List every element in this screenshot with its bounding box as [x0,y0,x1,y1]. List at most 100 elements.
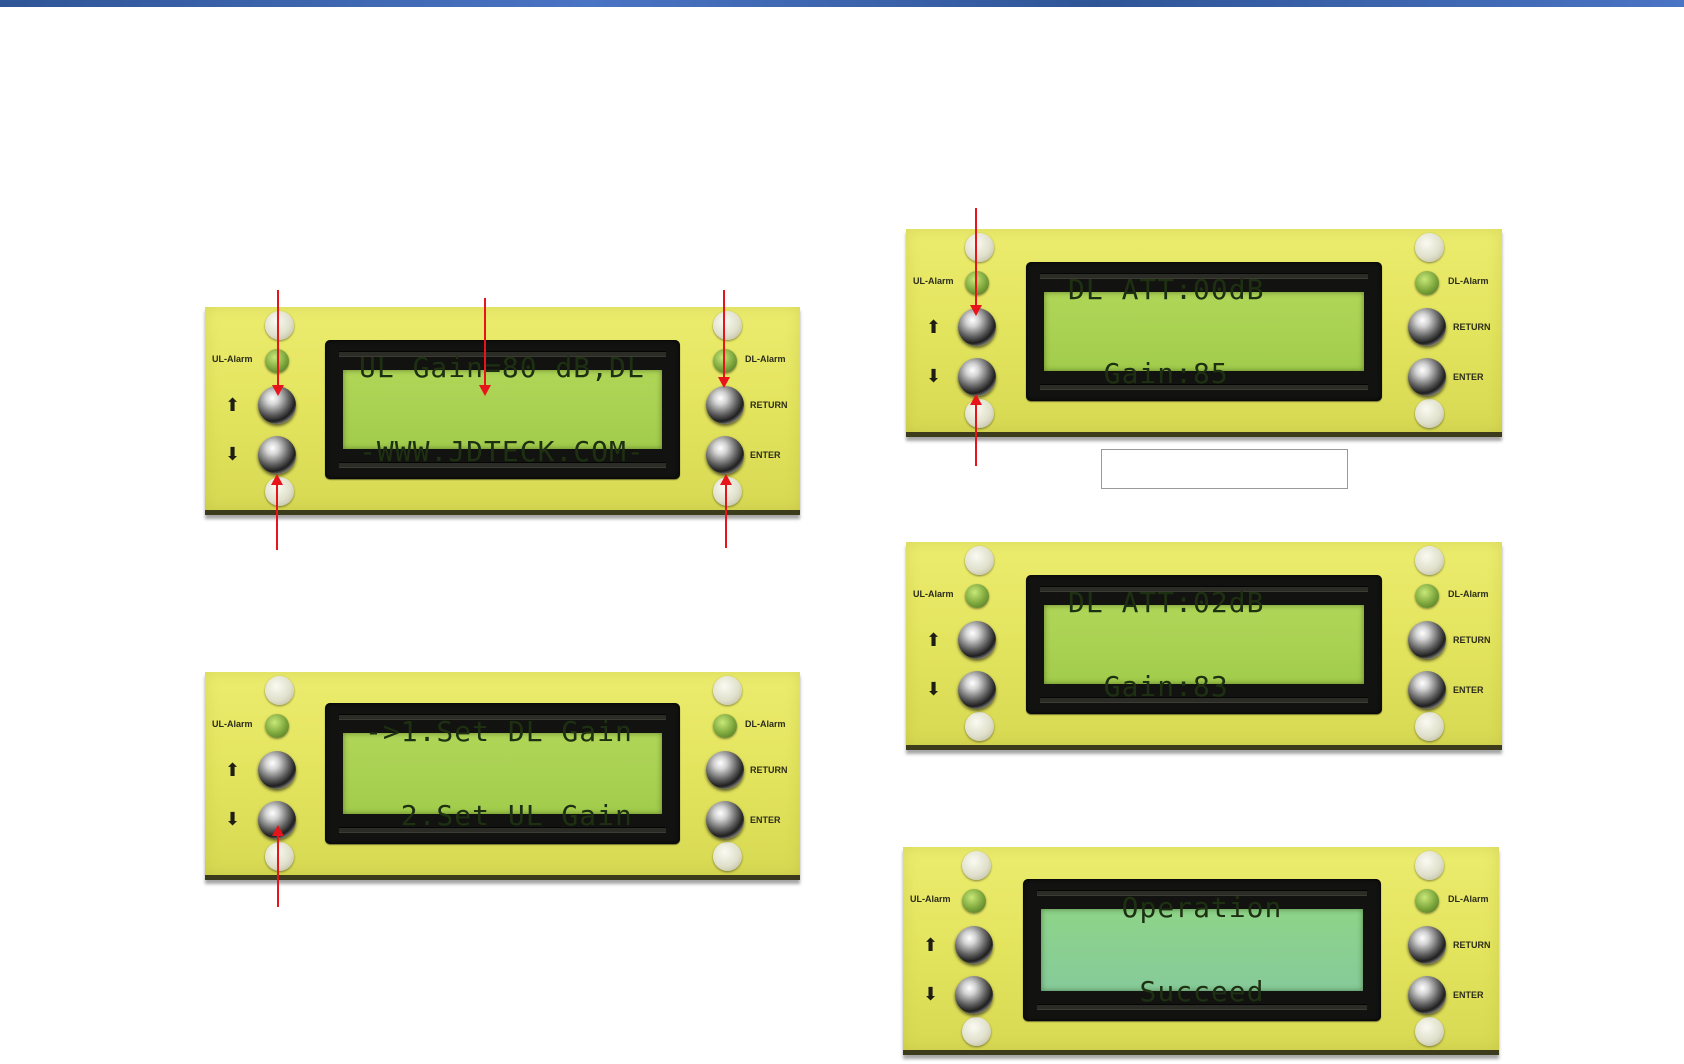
down-button[interactable] [958,358,996,396]
arrow-up-icon: ⬆ [225,395,241,415]
led-cap-top-left [962,851,991,880]
enter-button[interactable] [1408,976,1446,1014]
lcd-bezel: ->1.Set DL Gain 2.Set UL Gain [325,703,680,844]
down-button[interactable] [955,976,993,1014]
led-cap-top-left [265,311,294,340]
lcd-line-1: ->1.Set DL Gain [365,714,633,748]
return-button[interactable] [706,751,744,789]
lcd-text: DL ATT:02dB Gain:83 [1044,533,1364,757]
arrow-up-icon: ⬆ [926,317,942,337]
down-button[interactable] [958,671,996,709]
return-button[interactable] [1408,926,1446,964]
down-button[interactable] [258,436,296,474]
led-cap-top-right [713,676,742,705]
led-cap-top-left [965,546,994,575]
lcd-text: Operation Succeed [1041,838,1363,1062]
lcd-bezel: DL ATT:00dB Gain:85 [1026,262,1382,401]
return-label: RETURN [1453,635,1491,645]
led-cap-bottom-right [713,842,742,871]
return-button[interactable] [706,386,744,424]
ul-alarm-led [265,714,289,738]
return-button[interactable] [1408,308,1446,346]
lcd-text: UL Gain=80 dB,DL -WWW.JDTECK.COM- [343,298,662,522]
top-border-bar [0,0,1684,7]
lcd-display: DL ATT:00dB Gain:85 [1044,275,1364,387]
dl-alarm-label: DL-Alarm [745,354,786,364]
dl-alarm-label: DL-Alarm [1448,894,1489,904]
up-button[interactable] [258,751,296,789]
enter-button[interactable] [1408,358,1446,396]
arrow-down-icon: ⬇ [926,366,942,386]
led-cap-top-right [713,311,742,340]
annotation-arrow-enter-button [725,484,727,548]
led-cap-top-right [1415,233,1444,262]
lcd-line-2: 2.Set UL Gain [365,798,633,832]
lcd-display: UL Gain=80 dB,DL -WWW.JDTECK.COM- [343,353,662,465]
annotation-arrow-up-button [975,208,977,310]
ul-alarm-led [965,584,989,608]
caption-box [1101,449,1348,489]
led-cap-top-right [1415,851,1444,880]
repeater-panel-menu: UL-Alarm ⬆ ⬇ ->1.Set DL Gain 2.Set UL Ga… [205,672,800,880]
led-cap-top-left [265,676,294,705]
lcd-line-1: DL ATT:02dB [1068,585,1265,619]
led-cap-top-left [965,233,994,262]
dl-alarm-label: DL-Alarm [1448,589,1489,599]
ul-alarm-label: UL-Alarm [913,589,954,599]
repeater-panel-dl-att-02: UL-Alarm ⬆ ⬇ DL ATT:02dB Gain:83 DL-Alar… [906,542,1502,750]
ul-alarm-label: UL-Alarm [913,276,954,286]
annotation-arrow-up-button [277,290,279,390]
led-cap-bottom-right [1415,712,1444,741]
return-label: RETURN [1453,940,1491,950]
repeater-panel-operation-succeed: UL-Alarm ⬆ ⬇ Operation Succeed DL-Alarm … [903,847,1499,1055]
lcd-display: ->1.Set DL Gain 2.Set UL Gain [343,717,662,829]
dl-alarm-led [1415,271,1439,295]
dl-alarm-led [713,349,737,373]
lcd-line-1: Operation [1121,891,1283,924]
enter-button[interactable] [1408,671,1446,709]
up-button[interactable] [955,926,993,964]
lcd-text: ->1.Set DL Gain 2.Set UL Gain [343,662,662,886]
dl-alarm-label: DL-Alarm [745,719,786,729]
ul-alarm-led [965,271,989,295]
lcd-bezel: DL ATT:02dB Gain:83 [1026,575,1382,714]
annotation-arrow-lcd [484,298,486,390]
enter-button[interactable] [706,436,744,474]
lcd-bezel: UL Gain=80 dB,DL -WWW.JDTECK.COM- [325,340,680,479]
lcd-line-2: Gain:85 [1068,356,1229,390]
lcd-text: DL ATT:00dB Gain:85 [1044,220,1364,444]
ul-alarm-label: UL-Alarm [910,894,951,904]
led-cap-bottom-left [265,842,294,871]
led-cap-bottom-right [1415,1017,1444,1046]
lcd-line-1: UL Gain=80 dB,DL [359,350,645,384]
ul-alarm-label: UL-Alarm [212,354,253,364]
annotation-arrow-down-button [975,404,977,466]
return-label: RETURN [750,400,788,410]
led-cap-bottom-right [1415,399,1444,428]
enter-button[interactable] [706,801,744,839]
arrow-down-icon: ⬇ [923,984,939,1004]
lcd-line-2: -WWW.JDTECK.COM- [359,434,645,468]
arrow-up-icon: ⬆ [923,935,939,955]
dl-alarm-led [1415,889,1439,913]
annotation-arrow-return-button [723,290,725,378]
lcd-bezel: Operation Succeed [1023,879,1381,1021]
led-cap-bottom-left [965,712,994,741]
dl-alarm-led [713,714,737,738]
enter-label: ENTER [750,450,781,460]
arrow-up-icon: ⬆ [926,630,942,650]
annotation-arrow-down-button [276,484,278,550]
dl-alarm-label: DL-Alarm [1448,276,1489,286]
ul-alarm-led [962,889,986,913]
repeater-panel-home: UL-Alarm ⬆ ⬇ UL Gain=80 dB,DL -WWW.JDTEC… [205,307,800,515]
lcd-line-2: Gain:83 [1068,669,1229,703]
enter-label: ENTER [750,815,781,825]
return-button[interactable] [1408,621,1446,659]
enter-label: ENTER [1453,990,1484,1000]
repeater-panel-dl-att-00: UL-Alarm ⬆ ⬇ DL ATT:00dB Gain:85 DL-Alar… [906,229,1502,437]
up-button[interactable] [958,621,996,659]
return-label: RETURN [1453,322,1491,332]
arrow-down-icon: ⬇ [926,679,942,699]
led-cap-bottom-left [962,1017,991,1046]
enter-label: ENTER [1453,685,1484,695]
